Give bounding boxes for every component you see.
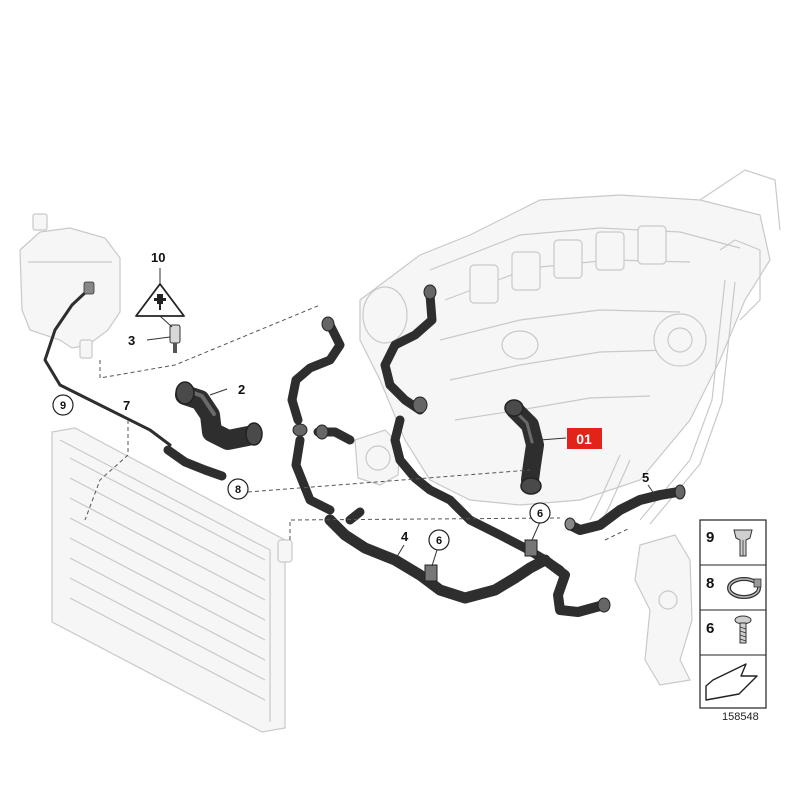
hose-2 [175,381,263,450]
screw-icon [734,615,752,644]
legend-number-8: 8 [706,575,714,592]
water-pump [354,429,401,486]
callout-5: 5 [642,470,649,485]
parts-legend: 9 8 6 [699,519,767,709]
callout-6-a: 6 [436,535,442,547]
engine-block [359,169,781,526]
leader-lines [84,268,656,567]
expansion-tank [19,213,121,359]
callout-2: 2 [238,382,245,397]
hose-9-vent-line [43,281,227,481]
callout-8-circle [227,478,249,500]
temperature-sensor-3 [169,324,181,353]
hose-clamp-icon [727,577,762,599]
hose-5 [540,484,686,617]
callout-4: 4 [401,529,409,544]
callout-01: 01 [576,431,592,447]
hose-left-upper [287,316,345,437]
callout-6-b: 6 [537,508,543,520]
radiator [51,427,293,733]
hose-left-lower [291,424,355,515]
callout-9-circle [52,394,74,416]
callout-3: 3 [128,333,135,348]
direction-arrow-icon [705,663,758,701]
callout-10: 10 [151,250,165,265]
callout-8: 8 [235,484,241,496]
legend-number-6: 6 [706,620,714,637]
callout-6-circle-b [529,502,551,524]
callout-01-highlight [567,428,602,449]
callout-7: 7 [123,398,130,413]
callout-9: 9 [60,400,66,412]
thermostat-housing [634,534,693,686]
hose-01-highlighted [504,399,544,495]
warning-triangle-icon [135,283,185,317]
reference-number: 158548 [722,711,759,723]
hose-4 [324,507,551,604]
legend-number-9: 9 [706,529,714,546]
callout-6-circle-a [428,529,450,551]
push-rivet-icon [733,529,753,557]
